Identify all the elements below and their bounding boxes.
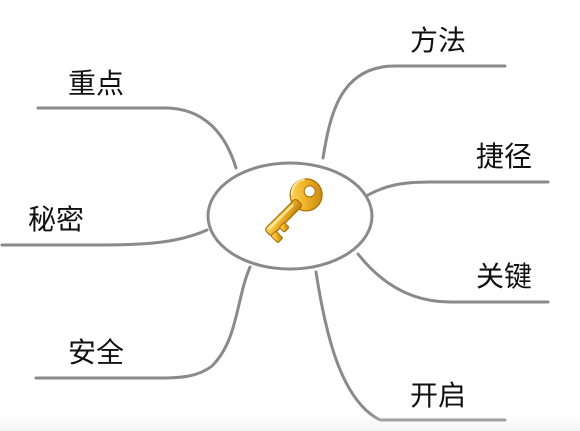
branch-guanjian: 关键 — [356, 252, 550, 304]
connector-line — [356, 252, 550, 304]
branch-label-anquan: 安全 — [68, 336, 124, 369]
branch-fangfa: 方法 — [321, 24, 507, 160]
branch-jiejing: 捷径 — [366, 140, 550, 197]
branch-label-zhongdian: 重点 — [68, 67, 124, 100]
bottom-shadow — [0, 413, 580, 431]
branch-anquan: 安全 — [34, 265, 252, 380]
branch-label-guanjian: 关键 — [476, 260, 532, 293]
connector-line — [34, 265, 252, 380]
connector-line — [366, 180, 550, 197]
connector-line — [36, 106, 238, 170]
branch-label-jiejing: 捷径 — [476, 140, 532, 173]
branch-label-fangfa: 方法 — [410, 24, 466, 57]
key-icon — [265, 178, 323, 243]
branch-label-kaiqi: 开启 — [410, 379, 466, 412]
center-node — [206, 161, 374, 271]
connector-line — [0, 228, 209, 247]
branch-label-mimi: 秘密 — [28, 203, 84, 236]
branch-zhongdian: 重点 — [36, 67, 238, 170]
connector-line — [321, 64, 507, 160]
branch-mimi: 秘密 — [0, 203, 209, 247]
